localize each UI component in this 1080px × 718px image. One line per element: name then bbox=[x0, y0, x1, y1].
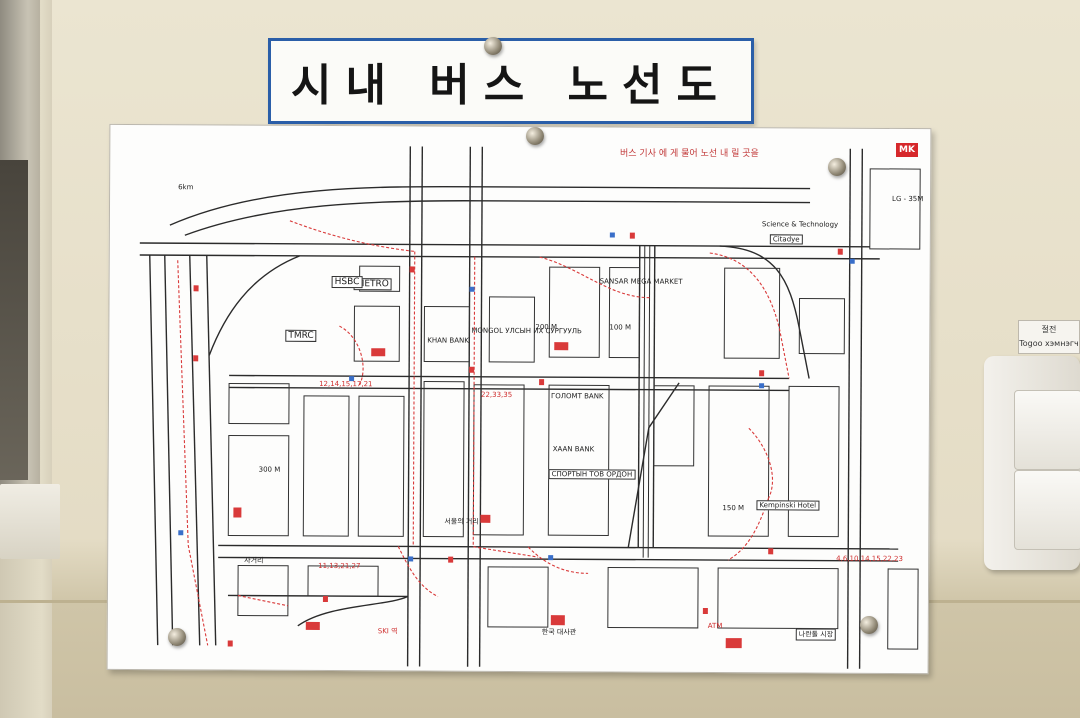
label-lg: LG - 35M bbox=[892, 194, 924, 204]
rail-track bbox=[642, 245, 651, 558]
magnet-sheet-bottom-right bbox=[860, 616, 878, 634]
label-embassy: 한국 대사관 bbox=[541, 628, 577, 637]
window-frame bbox=[0, 0, 40, 500]
label-routes-2: 11,13,21,27 bbox=[318, 561, 361, 571]
light-switch-top[interactable] bbox=[1014, 390, 1080, 470]
label-market: 나란톨 시장 bbox=[795, 628, 837, 641]
label-distance-6km: 6km bbox=[178, 183, 194, 192]
label-distance-200m: 200 M bbox=[535, 323, 558, 332]
label-kempinski-hotel: Kempinski Hotel bbox=[756, 500, 820, 511]
switch-label-line1: 절전 bbox=[1041, 325, 1057, 334]
label-mongol-ulsyn: MONGOL УЛСЫН ИХ СУРГУУЛЬ bbox=[471, 326, 582, 336]
label-crossroad: 사거리 bbox=[244, 556, 264, 565]
label-distance-150m: 150 M bbox=[722, 504, 745, 513]
bus-stop-markers-blue bbox=[178, 232, 855, 562]
store-sign-mk: MK bbox=[896, 143, 918, 157]
label-citadye: Citadye bbox=[769, 234, 803, 245]
magnet-sheet-right bbox=[828, 158, 846, 176]
light-switch-bottom[interactable] bbox=[1014, 470, 1080, 550]
city-blocks bbox=[227, 168, 921, 650]
bus-stop-markers bbox=[193, 232, 843, 647]
magnet-sheet-bottom-left bbox=[168, 628, 186, 646]
label-routes-4: 4,6,10,14,15,22,23 bbox=[836, 554, 903, 564]
label-routes-3: 22,33,35 bbox=[481, 390, 513, 399]
window-glass bbox=[0, 160, 28, 480]
title-card: 시내 버스 노선도 bbox=[268, 38, 754, 124]
label-atm: ATM bbox=[707, 621, 723, 631]
label-khan-bank: KHAN BANK bbox=[427, 336, 469, 345]
label-distance-100m: 100 M bbox=[609, 323, 632, 332]
map-note: 버스 기사 에 게 물어 노선 내 릴 곳을 bbox=[620, 149, 759, 159]
label-golomt-bank: ГОЛОМТ BANK bbox=[550, 392, 604, 401]
label-ski: SKI 역 bbox=[377, 627, 398, 636]
label-routes-1: 12,14,15,17,21 bbox=[319, 379, 373, 389]
road-outlines bbox=[139, 146, 899, 669]
window-sill bbox=[0, 484, 60, 559]
map-title: 시내 버스 노선도 bbox=[291, 60, 731, 111]
label-distance-300m: 300 M bbox=[258, 465, 281, 474]
label-sansar-mega-market: SANSAR MEGA MARKET bbox=[599, 277, 683, 286]
switch-label: 절전 Togoo хэмнэгч bbox=[1018, 320, 1080, 354]
label-science-technology: Science & Technology bbox=[761, 220, 839, 229]
magnet-sheet-top bbox=[526, 127, 544, 145]
switch-label-line2: Togoo хэмнэгч bbox=[1019, 339, 1079, 348]
label-hsbc: HSBC bbox=[331, 276, 363, 289]
label-sport-center: СПОРТЫН ТОВ ОРДОН bbox=[548, 469, 636, 480]
label-seoul-street: 서울의 거리 bbox=[444, 517, 479, 526]
label-xaan-bank: XAAN BANK bbox=[552, 445, 595, 454]
red-buildings bbox=[233, 342, 742, 649]
bus-route-map-sheet: METRO HSBC TMRC KHAN BANK MONGOL УЛСЫН И… bbox=[106, 123, 932, 675]
map-drawing bbox=[139, 146, 921, 669]
label-tmrc: TMRC bbox=[285, 329, 317, 342]
magnet-title bbox=[484, 37, 502, 55]
